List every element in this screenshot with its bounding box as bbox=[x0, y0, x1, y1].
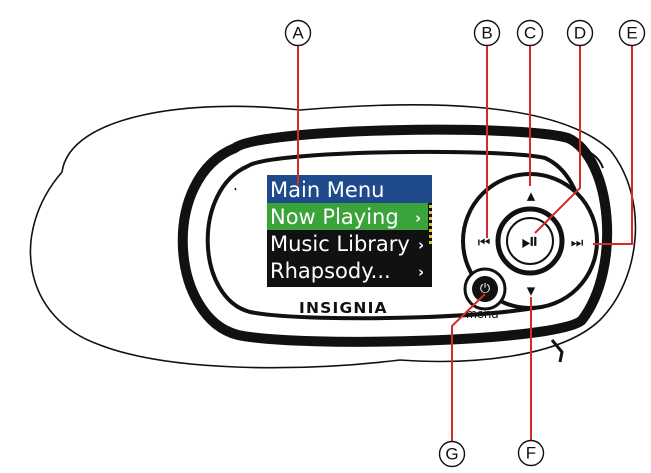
callout-circle-e bbox=[618, 19, 646, 47]
menu-item-arrow-1: › bbox=[418, 236, 424, 254]
speck-1 bbox=[234, 187, 237, 191]
next-button[interactable]: ⏭ bbox=[571, 235, 584, 251]
menu-item-now-playing: Now Playing bbox=[270, 205, 399, 229]
up-button[interactable]: ▲ bbox=[527, 190, 536, 203]
callout-g: G bbox=[445, 445, 458, 464]
outer-band bbox=[177, 124, 613, 347]
side-detail-bottom bbox=[550, 339, 564, 363]
menu-label: menu bbox=[466, 306, 499, 321]
callout-circle-f bbox=[517, 439, 545, 467]
brand-logo: INSIGNIA bbox=[299, 299, 388, 317]
play-pause-icon: ⏯ bbox=[521, 230, 539, 255]
outer-shell bbox=[29, 103, 637, 369]
down-button[interactable]: ▼ bbox=[527, 285, 536, 298]
leader-e bbox=[593, 45, 633, 245]
callout-circle-b bbox=[473, 19, 501, 47]
callout-a: A bbox=[292, 24, 304, 43]
callout-labels: A B C D E F G bbox=[284, 19, 646, 468]
leader-d bbox=[534, 45, 581, 234]
menu-item-arrow-0: › bbox=[415, 209, 421, 227]
leader-lines bbox=[297, 45, 633, 441]
scroll-indicator bbox=[429, 205, 432, 244]
callout-circle-c bbox=[516, 19, 544, 47]
selected-row-highlight bbox=[267, 203, 428, 230]
menu-item-arrow-2: › bbox=[418, 263, 424, 281]
callout-b: B bbox=[481, 24, 492, 43]
screen-title: Main Menu bbox=[270, 178, 384, 202]
previous-button[interactable]: ⏮ bbox=[478, 235, 491, 251]
power-menu-control: ⏻ menu bbox=[463, 267, 507, 321]
play-pause-button[interactable] bbox=[506, 217, 554, 265]
side-detail-top bbox=[585, 149, 604, 169]
callout-d: D bbox=[574, 24, 586, 43]
menu-item-music-library: Music Library bbox=[270, 232, 410, 256]
callout-circle-a bbox=[284, 19, 312, 47]
callout-circle-d bbox=[566, 19, 594, 47]
title-bar bbox=[267, 175, 432, 203]
lcd-screen: Main Menu Now Playing › Music Library › … bbox=[267, 175, 432, 287]
callout-c: C bbox=[524, 24, 536, 43]
speck-2 bbox=[454, 151, 457, 155]
power-icon: ⏻ bbox=[480, 282, 490, 297]
callout-e: E bbox=[626, 24, 637, 43]
callout-circle-g bbox=[438, 440, 466, 468]
callout-f: F bbox=[526, 444, 536, 463]
leader-g bbox=[451, 293, 486, 441]
menu-item-rhapsody: Rhapsody... bbox=[270, 259, 391, 283]
power-button[interactable] bbox=[472, 276, 498, 302]
